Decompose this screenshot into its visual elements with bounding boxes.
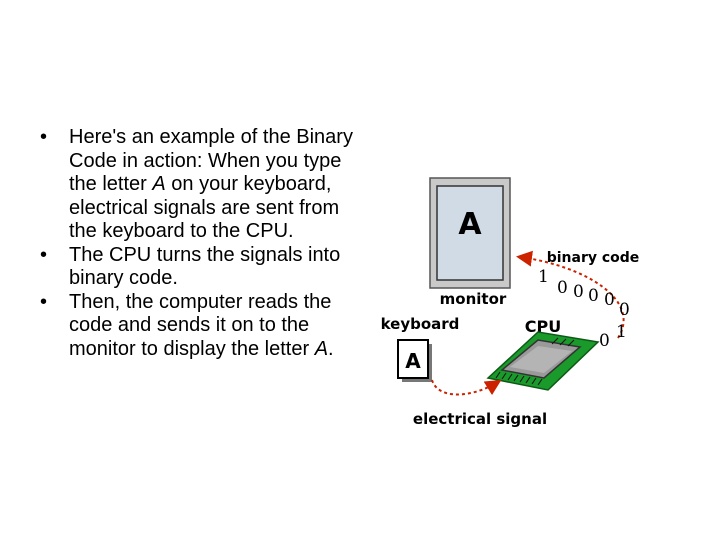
bullet-text: Then, the computer reads the code and se… [69,290,332,360]
binary-arrow [516,250,625,339]
binary-code-label: binary code [547,250,640,266]
binary-digit: 0 [573,282,584,302]
electrical-signal-label: electrical signal [413,410,547,428]
binary-digit: 0 [619,300,630,320]
signal-arrow [431,379,502,396]
keyboard-key-icon: A [397,339,432,382]
bullet-text: Here's an example of the Binary Code in … [69,126,353,195]
bullet-item: • The CPU turns the signals into binary … [40,244,360,291]
bullet-dot: • [40,126,48,148]
monitor-label: monitor [440,290,507,308]
cpu-chip-icon [486,331,600,391]
bullet-text: . [328,337,334,360]
bullet-list: • Here's an example of the Binary Code i… [40,126,360,361]
binary-digit: 1 [538,267,549,287]
keyboard-label: keyboard [381,315,460,333]
monitor-screen [436,185,504,281]
bullet-dot: • [40,290,48,313]
binary-digit: 0 [557,278,568,298]
binary-digit: 0 [599,331,610,351]
key-letter: A [405,349,421,373]
bullet-dot: • [40,243,48,266]
monitor-icon: A [429,177,511,289]
cpu-label: CPU [525,317,561,336]
bullet-text: The CPU turns the signals into binary co… [69,243,341,290]
bullet-text: on your keyboard, electrical signals are… [69,173,340,242]
binary-digit: 0 [588,286,599,306]
binary-digits: 1 0 0 0 0 0 0 1 [538,267,630,351]
computer-diagram: A monitor keyboard A CPU binary code 1 [381,177,640,428]
bullet-item: • Here's an example of the Binary Code i… [40,126,360,244]
binary-digit: 0 [604,290,615,310]
monitor-letter: A [458,207,482,242]
bullet-item: • Then, the computer reads the code and … [40,291,360,362]
bullet-text-italic: A [314,337,329,360]
bullet-text-italic: A [152,173,166,195]
binary-digit: 1 [616,322,627,342]
